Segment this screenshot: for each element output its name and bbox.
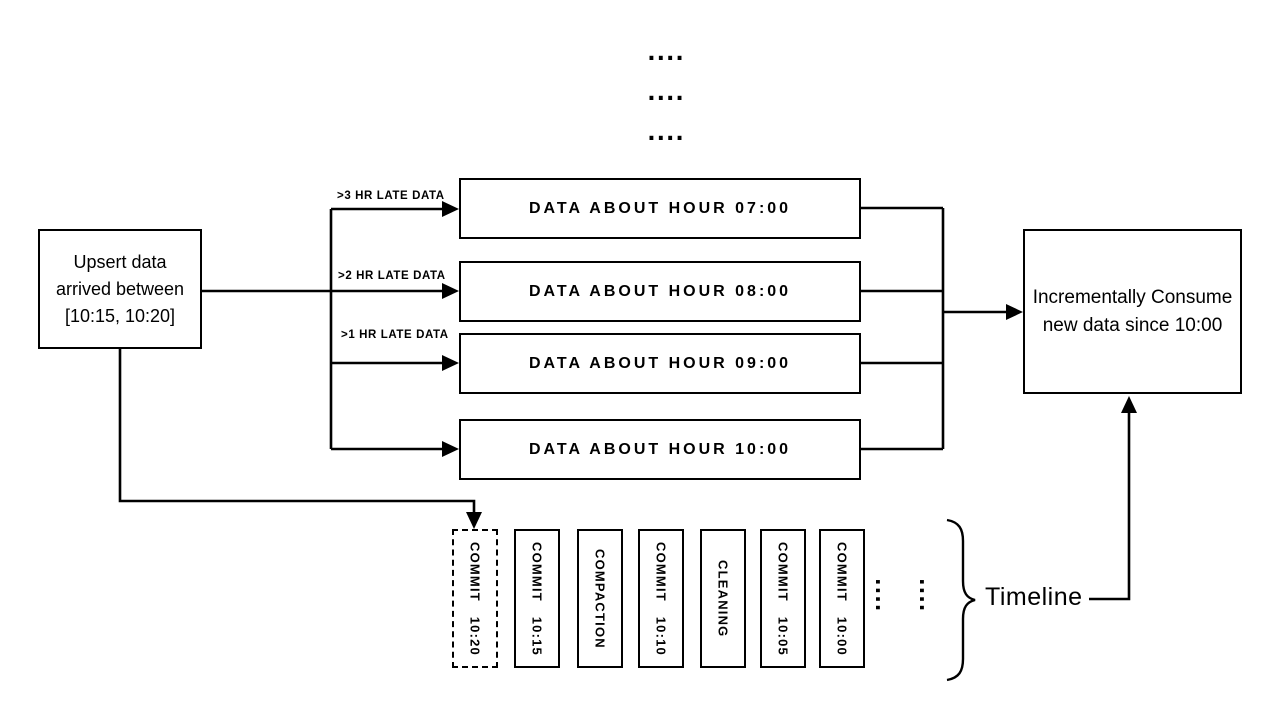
upsert-source-line-2: arrived between	[55, 278, 185, 299]
upsert-source-box: Upsert data arrived between [10:15, 10:2…	[38, 229, 202, 349]
partition-hour-09-label: DATA ABOUT HOUR 09:00	[528, 354, 792, 372]
timeline-instant-commit-1010-label: COMMIT 10:10	[653, 541, 669, 656]
arrowhead-consume	[1006, 304, 1023, 320]
late-label-3hr: >3 HR LATE DATA	[337, 190, 445, 202]
upsert-source-line-1: Upsert data	[73, 251, 167, 272]
timeline-instant-commit-1005: COMMIT 10:05	[760, 529, 806, 668]
timeline-instant-commit-1020: COMMIT 10:20	[452, 529, 498, 668]
upsert-source-line-3: [10:15, 10:20]	[64, 305, 176, 326]
timeline-instant-commit-1015: COMMIT 10:15	[514, 529, 560, 668]
timeline-instant-commit-1010: COMMIT 10:10	[638, 529, 684, 668]
incremental-consumer-box: Incrementally Consume new data since 10:…	[1023, 229, 1242, 394]
upsert-source-text: Upsert data arrived between [10:15, 10:2…	[56, 249, 184, 330]
incremental-consumer-line-2: new data since 10:00	[1042, 314, 1223, 336]
timeline-instant-commit-1005-label: COMMIT 10:05	[775, 541, 791, 656]
timeline-instant-cleaning: CLEANING	[700, 529, 746, 668]
arrowhead-2hr	[442, 283, 459, 299]
arrowhead-commit	[466, 512, 482, 529]
timeline-label: Timeline	[985, 583, 1083, 611]
timeline-instant-cleaning-label: CLEANING	[715, 559, 731, 638]
timeline-instant-compaction-label: COMPACTION	[592, 548, 608, 649]
arrowhead-1hr	[442, 355, 459, 371]
incremental-consumer-line-1: Incrementally Consume	[1032, 286, 1233, 308]
partition-hour-07-box: DATA ABOUT HOUR 07:00	[459, 178, 861, 239]
partition-hour-09-box: DATA ABOUT HOUR 09:00	[459, 333, 861, 394]
timeline-instant-commit-1015-label: COMMIT 10:15	[529, 541, 545, 656]
timeline-brace	[946, 518, 976, 682]
incremental-consumer-text: Incrementally Consume new data since 10:…	[1033, 284, 1233, 340]
partition-hour-08-box: DATA ABOUT HOUR 08:00	[459, 261, 861, 322]
partition-hour-07-label: DATA ABOUT HOUR 07:00	[528, 199, 792, 217]
top-ellipsis-row-2: ....	[647, 81, 685, 106]
timeline-ellipsis-1: ....	[871, 578, 895, 613]
timeline-ellipsis-2: ....	[915, 578, 939, 613]
top-ellipsis-row-3: ....	[647, 121, 685, 146]
arrowhead-3hr	[442, 201, 459, 217]
late-label-1hr: >1 HR LATE DATA	[341, 329, 449, 341]
timeline-instant-commit-1020-label: COMMIT 10:20	[467, 541, 483, 656]
partition-hour-10-label: DATA ABOUT HOUR 10:00	[528, 440, 792, 458]
late-label-2hr: >2 HR LATE DATA	[338, 270, 446, 282]
top-ellipsis-row-1: ....	[647, 41, 685, 66]
arrowhead-timeline-up	[1121, 396, 1137, 413]
arrowhead-current	[442, 441, 459, 457]
timeline-instant-commit-1000-label: COMMIT 10:00	[834, 541, 850, 656]
timeline-instant-commit-1000: COMMIT 10:00	[819, 529, 865, 668]
timeline-instant-compaction: COMPACTION	[577, 529, 623, 668]
upsert-to-commit-line	[118, 349, 476, 514]
partition-hour-08-label: DATA ABOUT HOUR 08:00	[528, 282, 792, 300]
partition-hour-10-box: DATA ABOUT HOUR 10:00	[459, 419, 861, 480]
timeline-to-consumer-line	[1089, 412, 1131, 601]
